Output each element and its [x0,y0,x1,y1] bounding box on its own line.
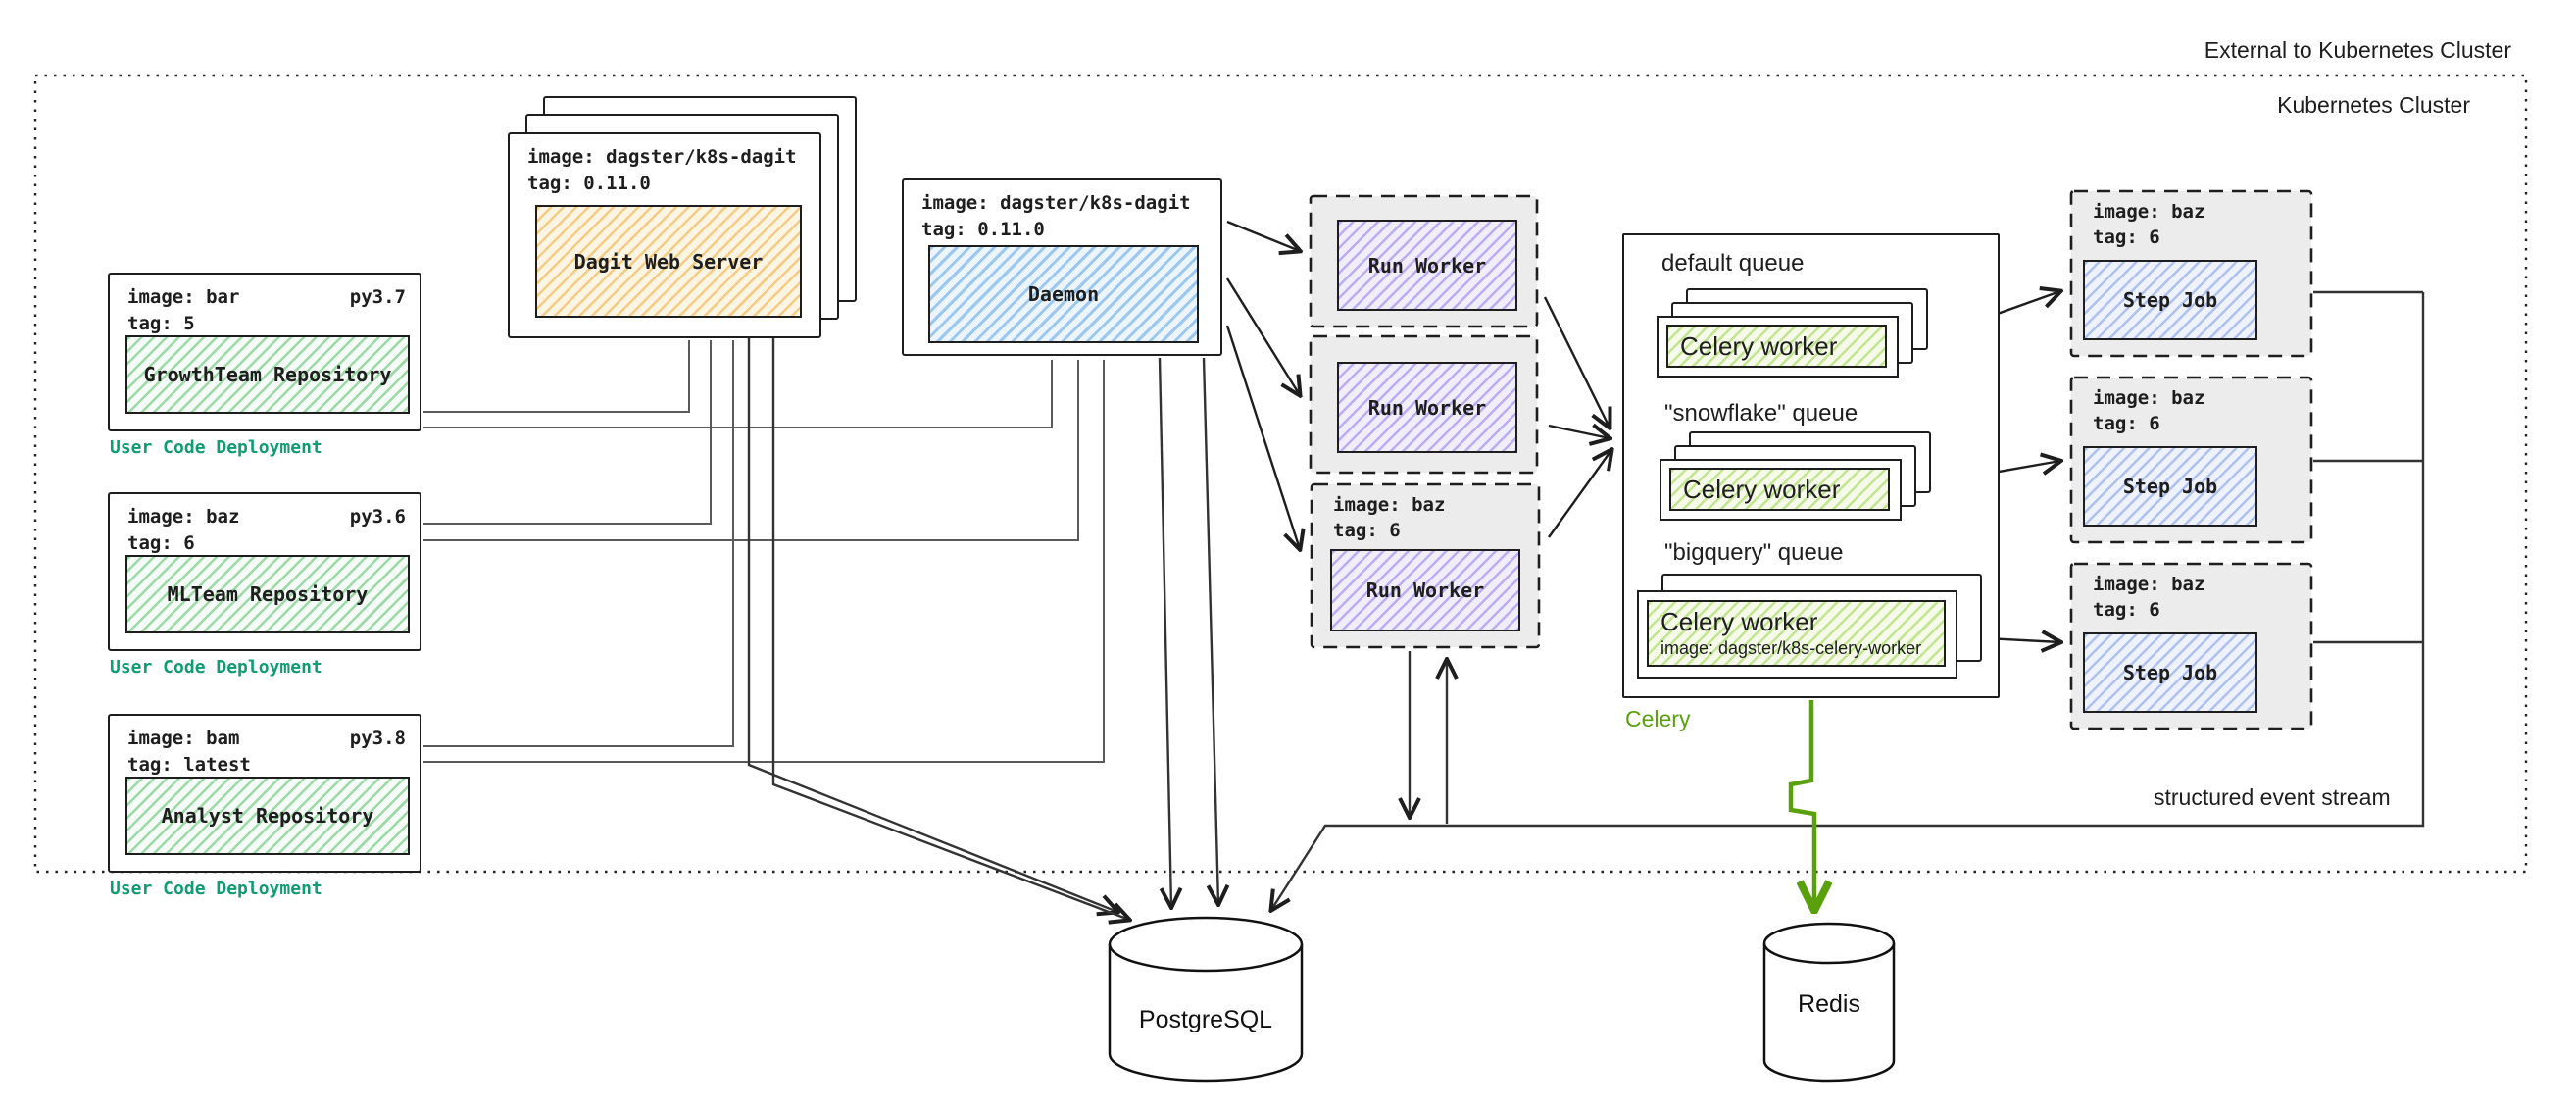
user-code-deployment-analyst: py3.8 image: bam tag: latest Analyst Rep… [108,714,421,873]
user-code-deployment-caption: User Code Deployment [110,437,322,458]
container-spec: image: baz tag: 6 [2093,385,2204,436]
repository-name: Analyst Repository [161,804,374,828]
step-job-box: Step Job [2083,446,2257,527]
celery-worker-pod-bigquery: Celery worker image: dagster/k8s-celery-… [1637,590,1957,679]
postgresql-cylinder [1108,916,1304,1083]
celery-worker-box: Celery worker image: dagster/k8s-celery-… [1647,600,1946,667]
mlteam-repository-box: MLTeam Repository [125,555,410,633]
run-worker-pod-1: Run Worker [1311,196,1537,327]
container-spec: py3.8 image: bam tag: latest [127,726,406,779]
user-code-deployment-mlteam: py3.6 image: baz tag: 6 MLTeam Repositor… [108,492,421,651]
container-spec: image: baz tag: 6 [2093,199,2204,250]
run-worker-box: Run Worker [1330,549,1520,631]
analyst-repository-box: Analyst Repository [125,777,410,855]
container-spec: py3.6 image: baz tag: 6 [127,504,406,557]
growthteam-repository-box: GrowthTeam Repository [125,335,410,414]
celery-worker-label: Celery worker [1660,607,1818,636]
event-stream-label: structured event stream [2154,784,2391,810]
dagit-label: Dagit Web Server [573,249,764,274]
celery-worker-label: Celery worker [1680,331,1838,361]
run-worker-to-celery-arrows [1543,296,1611,538]
run-worker-label: Run Worker [1367,395,1487,420]
database-write-arrows [747,338,1218,920]
run-worker-pod-2: Run Worker [1311,336,1537,473]
kubernetes-cluster-label: Kubernetes Cluster [2277,92,2470,118]
container-spec: image: dagster/k8s-dagit tag: 0.11.0 [921,190,1207,243]
daemon-to-run-worker-arrows [1225,220,1300,549]
dagit-web-server-pod: image: dagster/k8s-dagit tag: 0.11.0 Dag… [508,132,821,338]
container-spec: image: baz tag: 6 [2093,572,2204,623]
user-code-deployment-growthteam: py3.7 image: bar tag: 5 GrowthTeam Repos… [108,273,421,431]
image-name: image: dagster/k8s-dagit [921,192,1191,214]
daemon-label: Daemon [1027,282,1100,306]
daemon-box: Daemon [928,245,1199,343]
image-name: image: baz [127,506,240,528]
celery-worker-box: Celery worker [1669,468,1890,511]
celery-to-redis-arrow [1788,700,1814,908]
image-tag: tag: 5 [127,313,195,334]
default-queue-label: default queue [1661,250,1805,277]
kubernetes-cluster-boundary [33,74,2528,874]
image-tag: tag: 6 [2093,413,2160,434]
image-tag: tag: 6 [1333,520,1401,541]
container-spec: py3.7 image: bar tag: 5 [127,284,406,337]
image-name: image: baz [1333,494,1446,516]
external-cluster-label: External to Kubernetes Cluster [2204,37,2511,63]
run-worker-box: Run Worker [1337,220,1517,311]
snowflake-queue-label: "snowflake" queue [1664,400,1858,427]
dagit-web-server-box: Dagit Web Server [535,205,802,318]
celery-worker-pod-default: Celery worker [1657,316,1899,378]
step-job-pod-3: image: baz tag: 6 Step Job [2071,564,2311,729]
image-name: image: bam [127,728,240,749]
repository-name: MLTeam Repository [167,582,369,606]
run-worker-box: Run Worker [1337,362,1517,453]
celery-caption: Celery [1625,706,1691,731]
step-job-pod-1: image: baz tag: 6 Step Job [2071,191,2311,356]
celery-worker-label: Celery worker [1683,475,1841,504]
image-tag: tag: 0.11.0 [527,173,651,194]
container-spec: image: baz tag: 6 [1333,492,1445,543]
celery-worker-image: image: dagster/k8s-celery-worker [1660,638,1922,658]
image-tag: tag: 0.11.0 [921,219,1045,240]
step-job-label: Step Job [2122,661,2218,684]
user-code-deployment-caption: User Code Deployment [110,879,322,899]
image-name: image: baz [2093,574,2205,595]
event-stream-lines [1271,290,2425,910]
image-name: image: baz [2093,201,2205,223]
image-name: image: dagster/k8s-dagit [527,146,797,168]
postgresql-label: PostgreSQL [1139,1006,1272,1033]
celery-worker-pod-snowflake: Celery worker [1660,459,1902,521]
python-version: py3.7 [349,286,406,308]
daemon-pod: image: dagster/k8s-dagit tag: 0.11.0 Dae… [902,178,1222,356]
python-version: py3.6 [349,506,406,528]
run-worker-pod-3: image: baz tag: 6 Run Worker [1312,484,1539,647]
container-spec: image: dagster/k8s-dagit tag: 0.11.0 [527,144,806,197]
image-name: image: bar [127,286,240,308]
image-tag: tag: latest [127,754,251,776]
image-tag: tag: 6 [2093,227,2160,248]
step-job-label: Step Job [2122,288,2218,312]
step-job-box: Step Job [2083,260,2257,340]
celery-worker-box: Celery worker [1666,325,1887,368]
image-name: image: baz [2093,387,2205,409]
image-tag: tag: 6 [2093,599,2160,621]
step-job-label: Step Job [2122,475,2218,498]
redis-cylinder [1762,922,1896,1083]
user-code-deployment-caption: User Code Deployment [110,657,322,678]
repo-connection-lines [423,340,1105,763]
repository-name: GrowthTeam Repository [143,363,392,386]
bigquery-queue-label: "bigquery" queue [1664,539,1844,566]
redis-label: Redis [1798,990,1860,1018]
step-job-pod-2: image: baz tag: 6 Step Job [2071,378,2311,542]
run-worker-label: Run Worker [1367,253,1487,277]
image-tag: tag: 6 [127,532,195,554]
run-worker-label: Run Worker [1365,579,1485,602]
step-job-box: Step Job [2083,632,2257,713]
python-version: py3.8 [349,728,406,749]
